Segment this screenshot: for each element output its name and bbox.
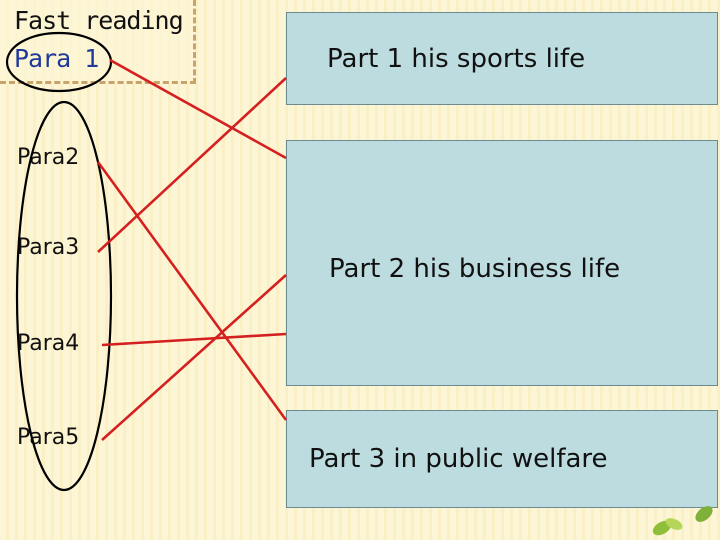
connector-para4-part2: [101, 332, 287, 347]
para-1-label: Para 1: [14, 44, 99, 73]
part-1-box: Part 1 his sports life: [286, 12, 718, 105]
leaf-icon: [652, 518, 683, 536]
para-2-label: Para2: [17, 145, 80, 170]
part-2-label: Part 2 his business life: [329, 254, 621, 284]
connector-para3-part1: [97, 77, 287, 253]
para-5-label: Para5: [17, 425, 80, 450]
leaf-icon: [695, 506, 713, 522]
slide-title: Fast reading: [14, 6, 184, 35]
connector-para5-part2: [101, 274, 287, 441]
para-4-label: Para4: [17, 331, 80, 356]
part-2-box: Part 2 his business life: [286, 140, 718, 386]
connector-para2-part3: [96, 161, 288, 421]
para-1-ellipse: [5, 31, 113, 93]
connector-para1-part2: [109, 58, 287, 160]
part-1-label: Part 1 his sports life: [327, 44, 586, 74]
title-box: Fast reading Para 1: [0, 0, 196, 84]
para-2-5-ellipse: [15, 100, 113, 492]
part-3-label: Part 3 in public welfare: [309, 444, 608, 474]
para-3-label: Para3: [17, 235, 80, 260]
part-3-box: Part 3 in public welfare: [286, 410, 718, 508]
